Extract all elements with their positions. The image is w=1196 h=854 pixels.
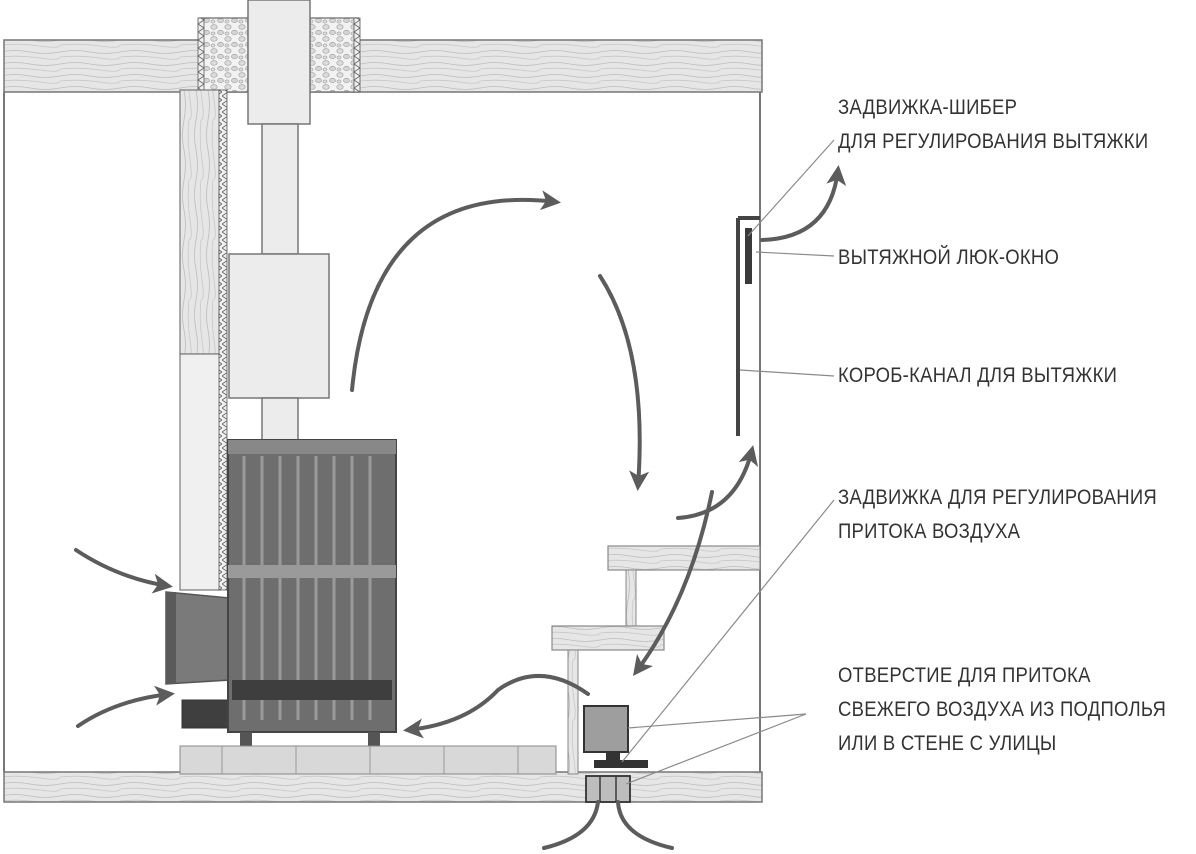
arrow-circulating-down [598, 274, 650, 491]
arrow-to-stove [403, 673, 590, 739]
arrow-exhaust-out [760, 165, 847, 242]
chimney-pipe [228, 0, 330, 441]
arrow-intake-left-upper [74, 548, 173, 594]
sauna-benches [551, 545, 761, 775]
label-intake-damper-line2: ПРИТОКА ВОЗДУХА [838, 520, 1021, 543]
stove-foundation [179, 745, 557, 775]
label-exhaust-hatch-text: ВЫТЯЖНОЙ ЛЮК-ОКНО [838, 246, 1060, 269]
label-damper-top: ЗАДВИЖКА-ШИБЕР ДЛЯ РЕГУЛИРОВАНИЯ ВЫТЯЖКИ [838, 94, 1148, 156]
label-damper-top-line2: ДЛЯ РЕГУЛИРОВАНИЯ ВЫТЯЖКИ [838, 130, 1149, 153]
label-intake-opening: ОТВЕРСТИЕ ДЛЯ ПРИТОКА СВЕЖЕГО ВОЗДУХА ИЗ… [838, 662, 1166, 758]
arrow-to-duct [676, 445, 759, 520]
sauna-stove [227, 439, 397, 746]
label-intake-opening-line2: СВЕЖЕГО ВОЗДУХА ИЗ ПОДПОЛЬЯ [838, 698, 1167, 721]
ceiling-beam [3, 39, 763, 93]
label-exhaust-duct: КОРОБ-КАНАЛ ДЛЯ ВЫТЯЖКИ [838, 362, 1117, 390]
label-intake-damper-line1: ЗАДВИЖКА ДЛЯ РЕГУЛИРОВАНИЯ [838, 486, 1158, 509]
exhaust-duct [736, 216, 760, 436]
label-intake-opening-line3: ИЛИ В СТЕНЕ С УЛИЦЫ [838, 732, 1057, 755]
label-exhaust-hatch: ВЫТЯЖНОЙ ЛЮК-ОКНО [838, 244, 1059, 272]
label-exhaust-duct-text: КОРОБ-КАНАЛ ДЛЯ ВЫТЯЖКИ [838, 364, 1118, 387]
intake-assembly [583, 705, 648, 803]
airflow-arrows [74, 165, 847, 850]
arrow-down-bench [633, 490, 714, 677]
label-intake-damper: ЗАДВИЖКА ДЛЯ РЕГУЛИРОВАНИЯ ПРИТОКА ВОЗДУ… [838, 484, 1157, 546]
room-walls [3, 92, 761, 772]
floor-board [3, 771, 763, 803]
label-intake-opening-line1: ОТВЕРСТИЕ ДЛЯ ПРИТОКА [838, 664, 1091, 687]
leader-lines [621, 139, 835, 785]
label-damper-top-line1: ЗАДВИЖКА-ШИБЕР [838, 96, 1018, 119]
firebox-tunnel [165, 591, 231, 729]
arrow-hot-rising [350, 190, 561, 392]
wall-panel [179, 89, 228, 591]
arrow-fresh-left [542, 800, 600, 850]
arrow-fresh-right [616, 800, 674, 850]
chimney-passthrough [197, 17, 361, 93]
arrow-intake-left-lower [76, 685, 175, 728]
